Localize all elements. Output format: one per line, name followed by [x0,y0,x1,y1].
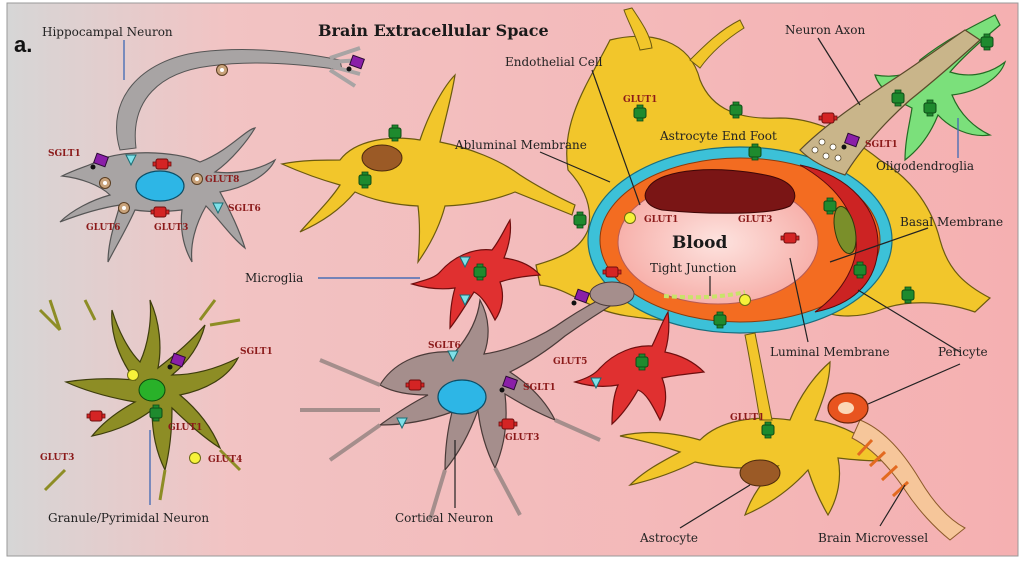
tag-sglt6-cortical: SGLT6 [428,341,461,351]
pointer-endothelial [591,69,641,206]
tag-glut1-granule: GLUT1 [168,423,202,433]
tag-sglt6-hippocampal: SGLT6 [228,204,261,214]
label-oligodendroglia: Oligodendroglia [876,159,974,173]
glut3-transporter-icon-3 [498,418,518,430]
tag-glut1-astro-top: GLUT1 [623,95,657,105]
label-cortical-neuron: Cortical Neuron [395,511,494,525]
glut3-transporter-icon [152,158,172,170]
yellow-transporter-icon [127,369,139,381]
cortical-neuron-dendrites [300,358,601,521]
lower-astrocyte-nucleus [739,459,781,487]
red-transporter-icon-3 [405,379,425,391]
upper-astrocyte-nucleus [361,144,403,172]
tight-junction [663,290,746,300]
synaptic-terminal [589,281,635,307]
tag-sglt1-granule: SGLT1 [240,347,273,357]
label-basal-membrane: Basal Membrane [900,215,1003,229]
label-tight-junction: Tight Junction [650,261,737,275]
tag-sglt1-cortical: SGLT1 [523,383,556,393]
glut1-vessel-transporter-icon [624,212,636,224]
pointer-astrocyte [679,484,751,529]
hippocampal-neuron-terminals [328,46,363,88]
tag-sglt1-axon: SGLT1 [865,140,898,150]
pointer-pericyte [857,289,961,353]
glut8-transporter-icon [191,173,203,185]
tag-glut3-vessel: GLUT3 [738,215,772,225]
glut3-transporter-icon-4 [86,410,106,422]
blood-label: Blood [672,233,728,253]
pointer-luminal [789,257,809,343]
tan-transporter-icon [99,177,111,189]
brain-microvessel [851,419,966,541]
frame [6,2,1019,557]
glut4-transporter-icon [189,452,201,464]
tag-glut6: GLUT6 [86,223,120,233]
red-transporter-icon-2 [818,112,838,124]
red-blood-cell [644,169,796,214]
diagram-title: Brain Extracellular Space [318,21,549,40]
cortical-neuron-shape [378,291,621,472]
tag-glut8: GLUT8 [205,175,239,185]
label-microglia: Microglia [245,271,303,285]
label-astrocyte: Astrocyte [639,531,698,545]
upper-astrocyte [280,73,576,265]
lower-astrocyte [619,360,892,517]
axon-vesicles [811,138,842,162]
tag-glut3-cortical: GLUT3 [505,433,539,443]
label-brain-microvessel: Brain Microvessel [818,531,928,545]
pointer-neuron-axon [817,37,861,106]
granule-neuron-dendrites [38,299,242,501]
label-luminal-membrane: Luminal Membrane [770,345,890,359]
microvessel-rings [856,438,910,498]
hippocampal-neuron-axon [116,49,343,151]
label-astrocyte-end-foot: Astrocyte End Foot [659,129,777,143]
red-transporter-icon [602,266,622,278]
cortical-neuron-nucleus [437,379,487,415]
lower-astrocyte-process [744,332,773,421]
neuron-axon-shape [799,29,981,176]
astrocyte-branch-top2 [689,19,745,69]
tag-glut3-granule: GLUT3 [40,453,74,463]
tag-sglt1-hippocampal: SGLT1 [48,149,81,159]
hippocampal-neuron-nucleus [135,170,185,202]
label-granule-neuron: Granule/Pyrimidal Neuron [48,511,209,525]
panel-label: a. [14,32,32,57]
label-abluminal-membrane: Abluminal Membrane [454,138,587,152]
glut3-vessel-transporter-icon [780,232,800,244]
label-neuron-axon: Neuron Axon [785,23,865,37]
label-pericyte: Pericyte [938,345,988,359]
tag-glut1-vessel: GLUT1 [644,215,678,225]
tan-transporter-icon-2 [216,64,228,76]
glut1-vessel-transporter-icon-2 [739,294,751,306]
pointer-microvessel [879,484,906,527]
tag-glut4: GLUT4 [208,455,242,465]
astrocyte-branch-top [623,7,653,51]
pointer-basal [829,227,929,263]
glut6-transporter-icon [118,202,130,214]
granule-neuron-nucleus [138,378,166,402]
glut3-transporter-icon-2 [150,206,170,218]
tag-glut5: GLUT5 [553,357,587,367]
pericyte-nucleus [833,205,857,255]
label-endothelial-cell: Endothelial Cell [505,55,603,69]
pericyte-body-inner [838,402,854,414]
tag-glut1-astro-lower: GLUT1 [730,413,764,423]
pointer-pericyte-lower [867,363,961,405]
tag-glut3-hippocampal: GLUT3 [154,223,188,233]
label-hippocampal-neuron: Hippocampal Neuron [42,25,173,39]
pointer-abluminal [539,151,611,183]
